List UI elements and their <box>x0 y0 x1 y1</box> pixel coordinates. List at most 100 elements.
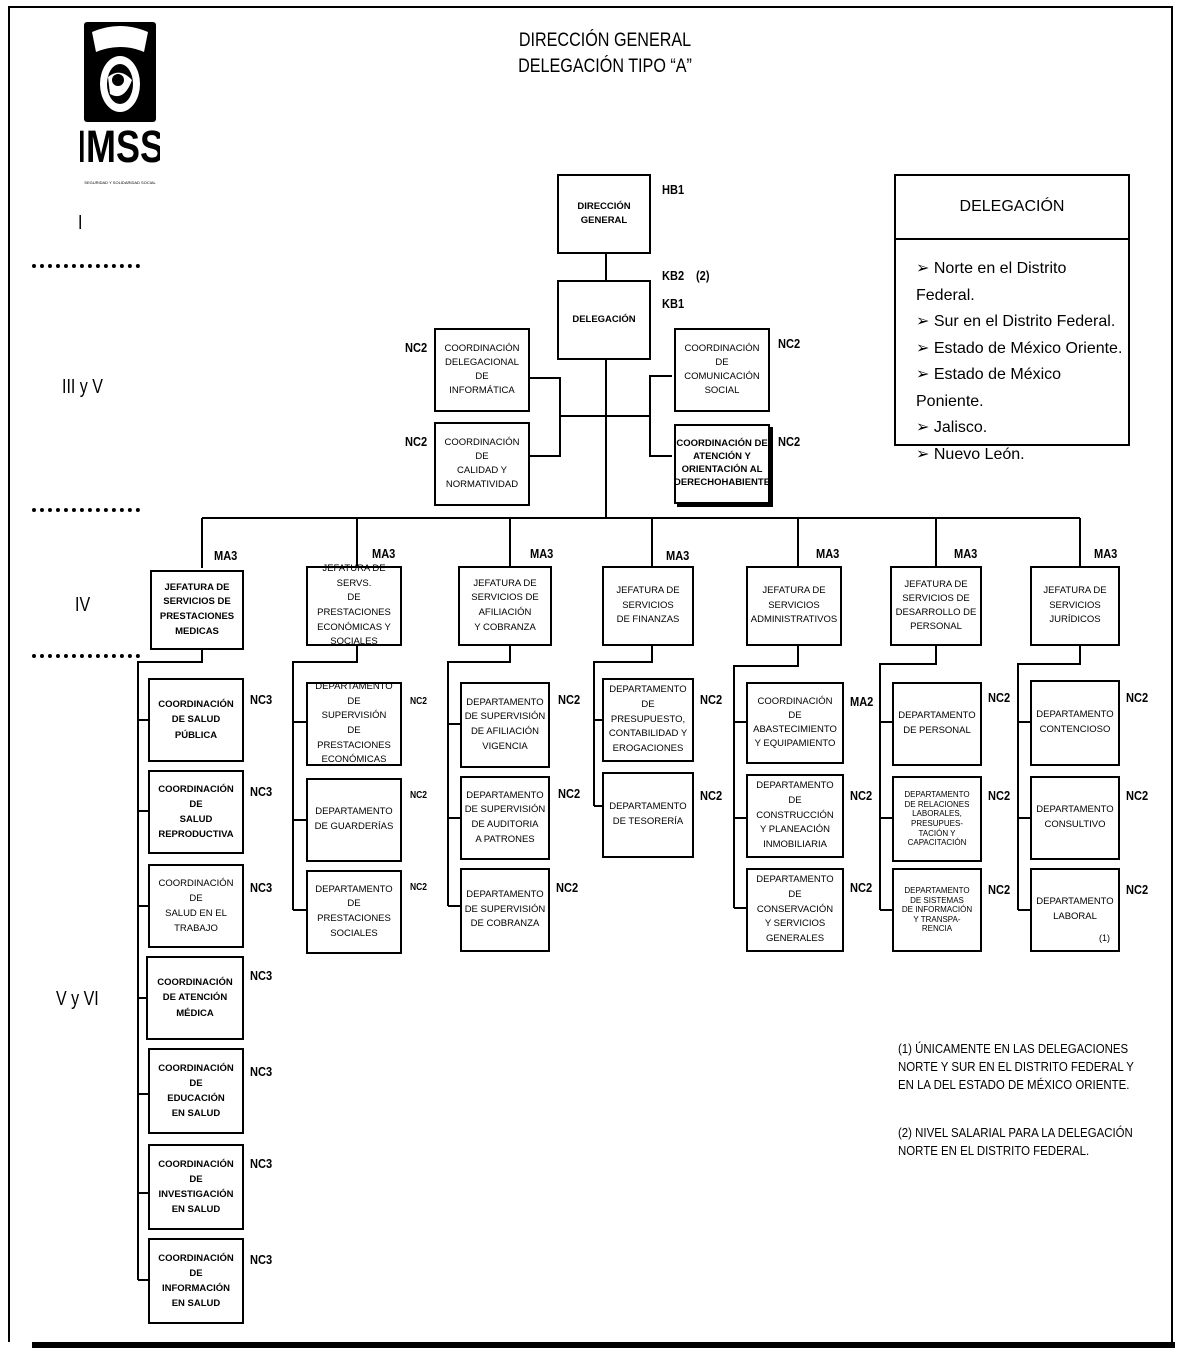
org-box-direccion-general: DIRECCIÓN GENERAL <box>557 174 651 254</box>
level-tag: NC2 <box>1126 690 1149 705</box>
org-box-supervision-cobranza: DEPARTAMENTO DE SUPERVISIÓN DE COBRANZA <box>460 868 550 952</box>
level-label-I: I <box>78 212 83 234</box>
level-tag: MA2 <box>850 694 874 709</box>
legend-item: Jalisco. <box>916 415 1128 442</box>
level-tag: MA3 <box>214 548 238 563</box>
org-box-sistemas-informacion: DEPARTAMENTO DE SISTEMAS DE INFORMACIÓN … <box>892 868 982 952</box>
level-tag: NC2 <box>1126 788 1149 803</box>
org-box-construccion: DEPARTAMENTO DE CONSTRUCCIÓN Y PLANEACIÓ… <box>746 774 844 858</box>
org-box-atencion-medica: COORDINACIÓN DE ATENCIÓN MÉDICA <box>146 956 244 1040</box>
org-box-salud-reproductiva: COORDINACIÓN DE SALUD REPRODUCTIVA <box>148 770 244 854</box>
level-tag: NC3 <box>250 880 273 895</box>
level-divider <box>32 264 140 268</box>
org-box-coordinacion-informatica: COORDINACIÓN DELEGACIONAL DE INFORMÁTICA <box>434 328 530 412</box>
org-box-jefatura-desarrollo-personal: JEFATURA DE SERVICIOS DE DESARROLLO DE P… <box>890 566 982 646</box>
org-box-coordinacion-calidad: COORDINACIÓN DE CALIDAD Y NORMATIVIDAD <box>434 422 530 506</box>
level-tag: MA3 <box>954 546 978 561</box>
logo-text: IMSS <box>80 121 160 172</box>
level-tag: NC2 <box>700 692 723 707</box>
legend-box: DELEGACIÓN Norte en el Distrito Federal.… <box>894 174 1130 463</box>
org-box-jefatura-juridicos: JEFATURA DE SERVICIOS JURÍDICOS <box>1030 566 1120 646</box>
org-box-jefatura-prestaciones-medicas: JEFATURA DE SERVICIOS DE PRESTACIONES ME… <box>150 570 244 650</box>
level-divider <box>32 654 140 658</box>
legend-item: Norte en el Distrito Federal. <box>916 256 1128 309</box>
org-box-supervision-auditoria: DEPARTAMENTO DE SUPERVISIÓN DE AUDITORIA… <box>460 776 550 860</box>
org-box-salud-publica: COORDINACIÓN DE SALUD PÚBLICA <box>148 678 244 762</box>
org-box-abastecimiento: COORDINACIÓN DE ABASTECIMIENTO Y EQUIPAM… <box>746 682 844 764</box>
org-box-tesoreria: DEPARTAMENTO DE TESORERÍA <box>602 772 694 858</box>
level-tag: NC3 <box>250 692 273 707</box>
org-box-salud-trabajo: COORDINACIÓN DE SALUD EN EL TRABAJO <box>148 864 244 948</box>
level-tag: NC2 <box>410 696 428 707</box>
org-box-jefatura-afiliacion-cobranza: JEFATURA DE SERVICIOS DE AFILIACIÓN Y CO… <box>458 566 552 646</box>
org-box-prestaciones-sociales: DEPARTAMENTO DE PRESTACIONES SOCIALES <box>306 870 402 954</box>
level-tag: NC2 <box>850 788 873 803</box>
org-box-coordinacion-comunicacion: COORDINACIÓN DE COMUNICACIÓN SOCIAL <box>674 328 770 412</box>
org-box-educacion-salud: COORDINACIÓN DE EDUCACIÓN EN SALUD <box>148 1048 244 1134</box>
level-tag: NC2 <box>556 880 579 895</box>
level-divider <box>32 508 140 512</box>
org-box-relaciones-laborales: DEPARTAMENTO DE RELACIONES LABORALES, PR… <box>892 776 982 862</box>
footnote-1: (1) ÚNICAMENTE EN LAS DELEGACIONES NORTE… <box>898 1041 1134 1092</box>
logo-tagline: SEGURIDAD Y SOLIDARIDAD SOCIAL <box>84 180 156 185</box>
level-tag: NC2 <box>850 880 873 895</box>
level-tag: NC2 <box>1126 882 1149 897</box>
level-note: (2) <box>696 268 710 283</box>
level-tag: KB1 <box>662 296 685 311</box>
level-tag: NC3 <box>250 1156 273 1171</box>
level-tag: NC2 <box>778 336 801 351</box>
legend-item: Sur en el Distrito Federal. <box>916 309 1128 336</box>
page-frame <box>8 6 1173 1342</box>
legend-title: DELEGACIÓN <box>896 176 1128 240</box>
org-box-delegacion: DELEGACIÓN <box>557 280 651 360</box>
level-tag: NC2 <box>410 790 428 801</box>
level-label-III-V: III y V <box>62 376 103 398</box>
level-tag: NC3 <box>250 968 273 983</box>
level-tag: NC2 <box>988 788 1011 803</box>
org-box-jefatura-prestaciones-economicas: JEFATURA DE SERVS. DE PRESTACIONES ECONÓ… <box>306 563 402 647</box>
level-tag: NC2 <box>988 690 1011 705</box>
level-tag: HB1 <box>662 182 685 197</box>
level-tag: NC2 <box>700 788 723 803</box>
chart-title-line2: DELEGACIÓN TIPO “A” <box>518 56 692 77</box>
level-tag: NC2 <box>558 786 581 801</box>
org-box-supervision-prestaciones-economicas: DEPARTAMENTO DE SUPERVISIÓN DE PRESTACIO… <box>306 681 402 766</box>
level-tag: NC3 <box>250 784 273 799</box>
legend-item: Nuevo León. <box>916 442 1128 469</box>
legend-item: Estado de México Poniente. <box>916 362 1128 415</box>
org-box-presupuesto: DEPARTAMENTO DE PRESUPUESTO, CONTABILIDA… <box>602 678 694 762</box>
org-box-laboral-label: DEPARTAMENTO LABORAL <box>1036 896 1114 922</box>
level-tag: NC3 <box>250 1252 273 1267</box>
level-tag: NC3 <box>250 1064 273 1079</box>
level-tag: NC2 <box>988 882 1011 897</box>
org-box-jefatura-administrativos: JEFATURA DE SERVICIOS ADMINISTRATIVOS <box>746 566 842 646</box>
org-box-laboral: DEPARTAMENTO LABORAL (1) <box>1030 868 1120 952</box>
level-label-IV: IV <box>75 594 91 616</box>
bottom-rule <box>32 1342 1175 1348</box>
level-tag: NC2 <box>778 434 801 449</box>
org-box-consultivo: DEPARTAMENTO CONSULTIVO <box>1030 776 1120 860</box>
org-box-guarderias: DEPARTAMENTO DE GUARDERÍAS <box>306 778 402 862</box>
org-box-coordinacion-atencion: COORDINACIÓN DE ATENCIÓN Y ORIENTACIÓN A… <box>674 424 770 504</box>
level-tag: KB2 <box>662 268 685 283</box>
chart-title-line1: DIRECCIÓN GENERAL <box>518 30 692 51</box>
imss-logo: IMSS SEGURIDAD Y SOLIDARIDAD SOCIAL <box>80 22 160 185</box>
org-box-laboral-note: (1) <box>1099 933 1110 944</box>
level-tag: MA3 <box>666 548 690 563</box>
level-tag: MA3 <box>372 546 396 561</box>
level-tag: MA3 <box>530 546 554 561</box>
level-tag: NC2 <box>558 692 581 707</box>
legend-list: Norte en el Distrito Federal. Sur en el … <box>896 240 1128 468</box>
level-tag: NC2 <box>405 340 428 355</box>
legend-item: Estado de México Oriente. <box>916 336 1128 363</box>
level-tag: NC2 <box>405 434 428 449</box>
level-tag: MA3 <box>1094 546 1118 561</box>
level-tag: NC2 <box>410 882 428 893</box>
org-box-supervision-afiliacion: DEPARTAMENTO DE SUPERVISIÓN DE AFILIACIÓ… <box>460 682 550 768</box>
org-box-jefatura-finanzas: JEFATURA DE SERVICIOS DE FINANZAS <box>602 566 694 646</box>
org-box-personal: DEPARTAMENTO DE PERSONAL <box>892 682 982 766</box>
org-box-investigacion-salud: COORDINACIÓN DE INVESTIGACIÓN EN SALUD <box>148 1144 244 1230</box>
footnote-2: (2) NIVEL SALARIAL PARA LA DELEGACIÓN NO… <box>898 1125 1133 1158</box>
org-box-informacion-salud: COORDINACIÓN DE INFORMACIÓN EN SALUD <box>148 1238 244 1324</box>
org-box-conservacion: DEPARTAMENTO DE CONSERVACIÓN Y SERVICIOS… <box>746 868 844 952</box>
